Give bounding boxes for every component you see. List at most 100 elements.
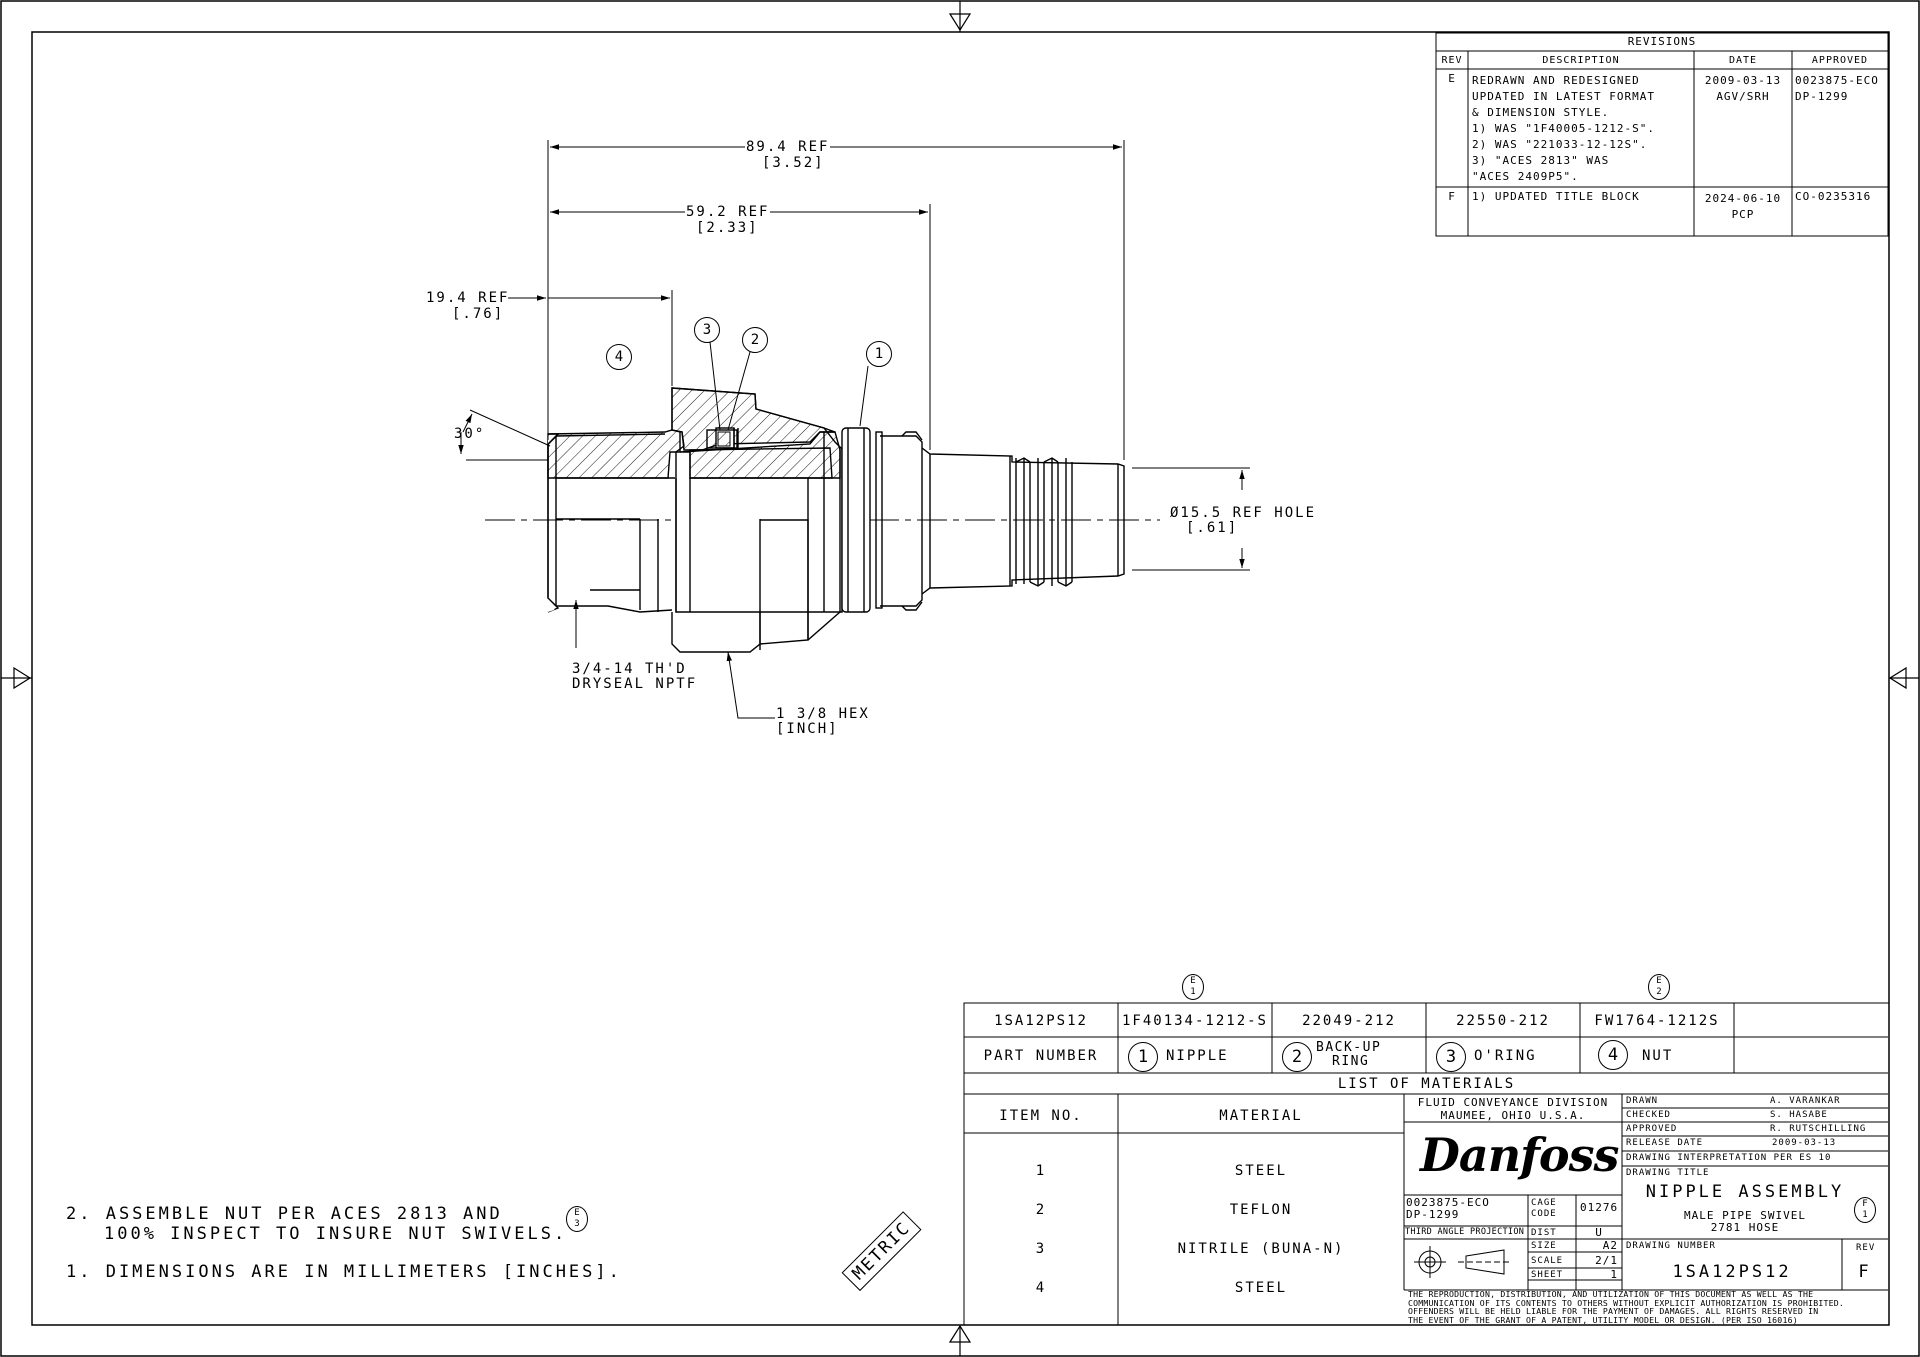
drawing-title-label: DRAWING TITLE [1626, 1168, 1710, 1178]
materials-material-header: MATERIAL [1219, 1108, 1303, 1124]
drawn-value: A. VARANKAR [1770, 1096, 1841, 1106]
scale-value: 2/1 [1595, 1254, 1618, 1267]
rev-header-approved: APPROVED [1811, 55, 1869, 66]
balloon-item-3: 3 [694, 317, 720, 343]
materials-title: LIST OF MATERIALS [1337, 1076, 1516, 1092]
checked-value: S. HASABE [1770, 1110, 1828, 1120]
dim-angle: 30° [454, 426, 486, 442]
rev-header-rev: REV [1441, 55, 1463, 66]
part-name-4: NUT [1642, 1048, 1674, 1064]
part-balloon-2: 2 [1282, 1042, 1312, 1072]
revisions-title: REVISIONS [1627, 35, 1697, 48]
revisions-table [1435, 32, 1889, 237]
sheet-value: 1 [1610, 1268, 1618, 1281]
drawn-label: DRAWN [1626, 1096, 1659, 1106]
rev-e-desc: REDRAWN AND REDESIGNED UPDATED IN LATEST… [1472, 74, 1655, 183]
balloon-item-2: 2 [742, 327, 768, 353]
nipple-assembly-part [547, 387, 1125, 653]
materials-material-2: TEFLON [1229, 1202, 1293, 1218]
materials-item-3: 3 [1035, 1241, 1047, 1257]
rev-value: F [1858, 1262, 1872, 1282]
hex-label-2: [INCH] [776, 721, 839, 737]
materials-material-4: STEEL [1234, 1280, 1288, 1296]
approved-value: R. RUTSCHILLING [1770, 1124, 1867, 1134]
balloon-item-4: 4 [606, 344, 632, 370]
dim-hole-in: [.61] [1186, 520, 1239, 536]
materials-item-4: 4 [1035, 1280, 1047, 1296]
drawing-number: 1SA12PS12 [1672, 1262, 1792, 1282]
rev-label: REV [1856, 1243, 1876, 1253]
materials-item-1: 1 [1035, 1163, 1047, 1179]
dim-19-in: [.76] [452, 306, 505, 322]
dim-59-in: [2.33] [696, 220, 759, 236]
dimension-lines [458, 140, 1250, 719]
part-balloon-4: 4 [1598, 1040, 1628, 1070]
materials-material-3: NITRILE (BUNA-N) [1177, 1241, 1345, 1257]
part-balloon-1: 1 [1128, 1042, 1158, 1072]
dim-hole-mm: Ø15.5 REF HOLE [1170, 505, 1317, 521]
size-label: SIZE [1531, 1241, 1557, 1251]
legal-notice: THE REPRODUCTION, DISTRIBUTION, AND UTIL… [1408, 1289, 1844, 1325]
checked-label: CHECKED [1626, 1110, 1671, 1120]
note-2-line-2: 100% INSPECT TO INSURE NUT SWIVELS. [104, 1224, 568, 1244]
materials-material-1: STEEL [1234, 1163, 1288, 1179]
projection-label: THIRD ANGLE PROJECTION [1405, 1227, 1525, 1237]
part-assembly-number: 1SA12PS12 [994, 1013, 1088, 1029]
note-2-line-1: 2. ASSEMBLE NUT PER ACES 2813 AND [66, 1204, 503, 1224]
release-label: RELEASE DATE [1626, 1138, 1704, 1148]
part-number-2: 22049-212 [1302, 1013, 1396, 1029]
release-value: 2009-03-13 [1772, 1138, 1837, 1148]
sheet-label: SHEET [1531, 1270, 1564, 1280]
part-number-4: FW1764-1212S [1594, 1013, 1720, 1029]
rev-header-date: DATE [1728, 55, 1758, 66]
rev-header-desc: DESCRIPTION [1542, 55, 1620, 66]
dist-value: U [1595, 1226, 1603, 1239]
part-name-1: NIPPLE [1166, 1048, 1229, 1064]
dim-19-mm: 19.4 REF [426, 290, 510, 306]
dist-label: DIST [1531, 1228, 1557, 1238]
danfoss-logo: Danfoss [1420, 1128, 1619, 1182]
rev-f-desc: 1) UPDATED TITLE BLOCK [1472, 190, 1640, 203]
part-number-3: 22550-212 [1456, 1013, 1550, 1029]
hex-label-1: 1 3/8 HEX [776, 706, 870, 722]
cage-value: 01276 [1580, 1201, 1619, 1214]
drawing-title: NIPPLE ASSEMBLY [1645, 1182, 1845, 1202]
dim-89-mm: 89.4 REF [746, 139, 830, 155]
part-number-1: 1F40134-1212-S [1121, 1013, 1268, 1029]
interpretation: DRAWING INTERPRETATION PER ES 10 [1626, 1153, 1832, 1163]
note-1: 1. DIMENSIONS ARE IN MILLIMETERS [INCHES… [66, 1262, 622, 1282]
part-name-3: O'RING [1474, 1048, 1537, 1064]
size-value: A2 [1602, 1239, 1618, 1252]
materials-table [963, 1002, 1890, 1326]
approved-label: APPROVED [1626, 1124, 1678, 1134]
rev-e-letter: E [1448, 72, 1456, 85]
thread-label-2: DRYSEAL NPTF [572, 676, 698, 692]
rev-f-letter: F [1448, 190, 1456, 203]
materials-item-header: ITEM NO. [999, 1108, 1083, 1124]
thread-label-1: 3/4-14 TH'D [572, 661, 687, 677]
part-number-label: PART NUMBER [983, 1048, 1099, 1064]
materials-item-2: 2 [1035, 1202, 1047, 1218]
balloon-item-1: 1 [866, 341, 892, 367]
rev-f-approved: CO-0235316 [1795, 190, 1872, 203]
drawing-number-label: DRAWING NUMBER [1626, 1241, 1716, 1251]
scale-label: SCALE [1531, 1256, 1564, 1266]
part-balloon-3: 3 [1436, 1042, 1466, 1072]
dim-89-in: [3.52] [762, 155, 825, 171]
dim-59-mm: 59.2 REF [686, 204, 770, 220]
